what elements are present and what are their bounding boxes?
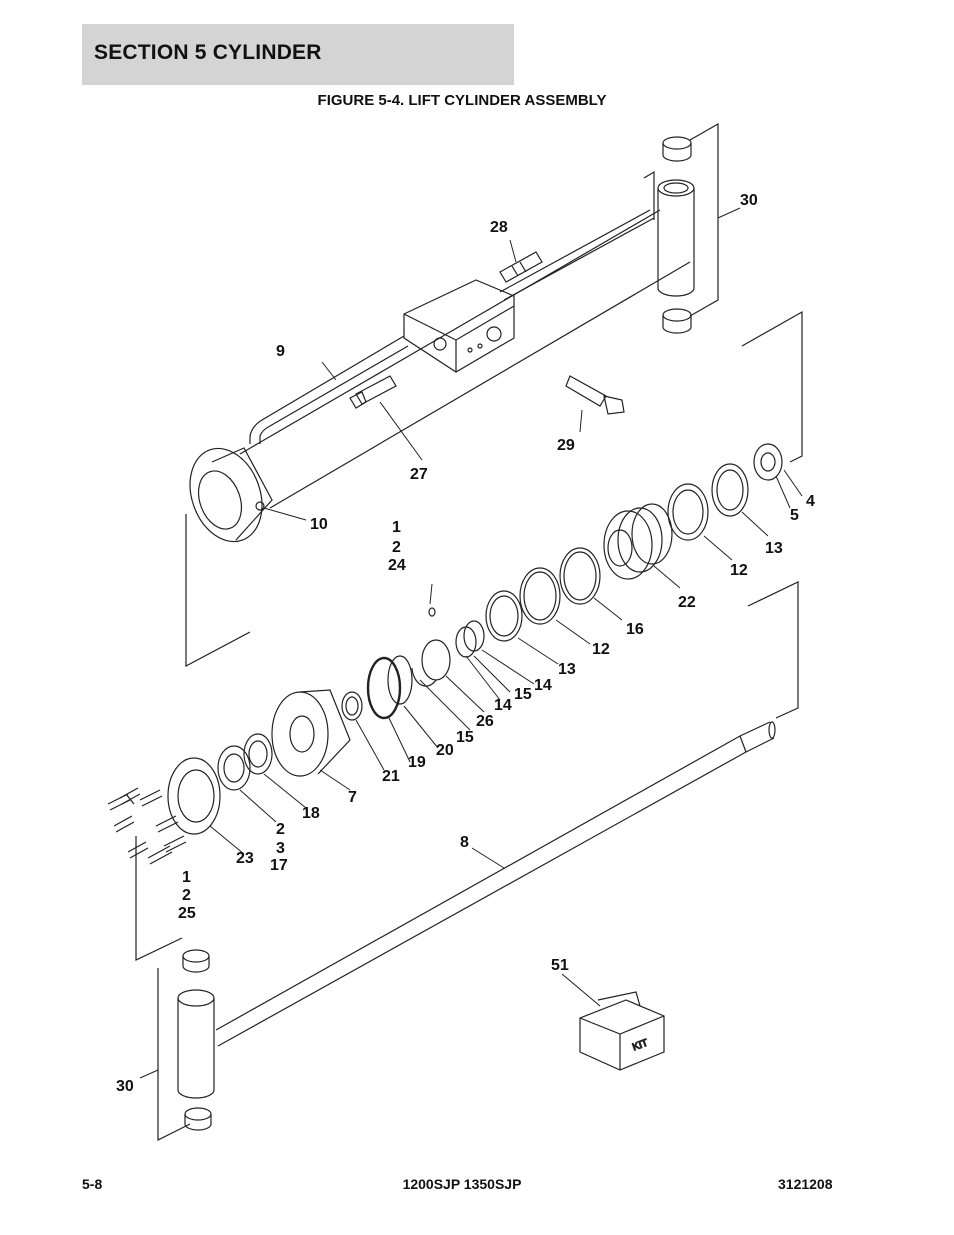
kit-box-label: KIT: [631, 1038, 649, 1054]
callout-28: 28: [490, 219, 508, 236]
callout-24: 24: [388, 557, 406, 574]
callout-8: 8: [460, 834, 469, 851]
callout-23: 23: [236, 850, 254, 867]
piston-rod: [215, 721, 776, 1047]
callout-29: 29: [557, 437, 575, 454]
callout-30-bottom: 30: [116, 1078, 134, 1095]
leader-lines: [139, 207, 803, 1079]
callout-2-lower: 2: [182, 887, 191, 904]
hydraulic-tube: [249, 209, 655, 444]
page-number: 5-8: [82, 1176, 103, 1192]
top-pin-bushings: [662, 136, 692, 334]
bolts: [107, 787, 187, 865]
head-seals-and-rings: [167, 443, 783, 835]
callout-17: 17: [270, 857, 288, 874]
callout-2-mid: 2: [276, 821, 285, 838]
section-header: SECTION 5 CYLINDER: [82, 24, 514, 85]
kit-box: [579, 991, 665, 1071]
callout-16: 16: [626, 621, 644, 638]
callout-27: 27: [410, 466, 428, 483]
callout-19: 19: [408, 754, 426, 771]
callout-labels: 30 28 9 29 27 10 4 5 13 12 1 2 24 22 16 …: [116, 192, 815, 1095]
callout-7: 7: [348, 789, 357, 806]
rod-eye: [177, 949, 215, 1131]
fittings: [349, 251, 625, 415]
valve-block: [403, 279, 515, 373]
callout-12-upper: 12: [730, 562, 748, 579]
callout-1-upper: 1: [392, 519, 401, 536]
callout-21: 21: [382, 768, 400, 785]
callout-15-right: 15: [514, 686, 532, 703]
document-number: 3121208: [778, 1176, 833, 1192]
callout-26: 26: [476, 713, 494, 730]
callout-12-lower: 12: [592, 641, 610, 658]
callout-14-right: 14: [534, 677, 552, 694]
callout-5: 5: [790, 507, 799, 524]
callout-10: 10: [310, 516, 328, 533]
callout-30-top: 30: [740, 192, 758, 209]
callout-18: 18: [302, 805, 320, 822]
callout-14-left: 14: [494, 697, 512, 714]
callout-9: 9: [276, 343, 285, 360]
callout-3: 3: [276, 840, 285, 857]
callout-25: 25: [178, 905, 196, 922]
figure-title: FIGURE 5-4. LIFT CYLINDER ASSEMBLY: [317, 92, 607, 109]
callout-13-lower: 13: [558, 661, 576, 678]
section-title: SECTION 5 CYLINDER: [94, 41, 322, 64]
model-label: 1200SJP 1350SJP: [402, 1176, 522, 1192]
callout-1-lower: 1: [182, 869, 191, 886]
callout-20: 20: [436, 742, 454, 759]
callout-4: 4: [806, 493, 815, 510]
callout-13-upper: 13: [765, 540, 783, 557]
assembly-bracket-lines: [135, 122, 803, 1141]
callout-15-left: 15: [456, 729, 474, 746]
callout-2-upper: 2: [392, 539, 401, 556]
callout-22: 22: [678, 594, 696, 611]
cylinder-barrel: [189, 170, 695, 543]
callout-51: 51: [551, 957, 569, 974]
